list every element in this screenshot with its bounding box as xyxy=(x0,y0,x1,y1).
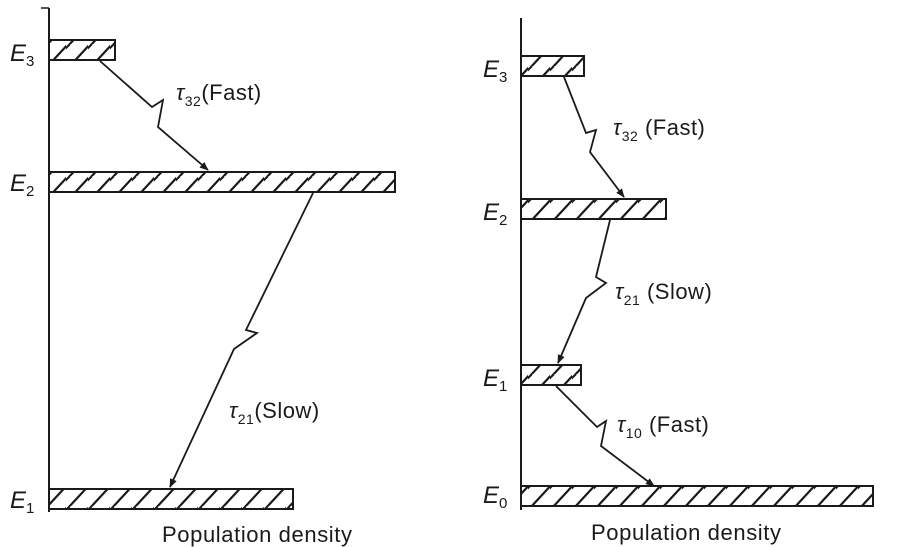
right-level-e3-bar xyxy=(520,55,585,77)
right-level-e3-label: E3 xyxy=(483,56,508,86)
left-level-e1-label: E1 xyxy=(10,487,35,517)
right-level-e2-label: E2 xyxy=(483,199,508,229)
right-level-e1-label: E1 xyxy=(483,365,508,395)
right-level-e0-bar xyxy=(520,485,874,507)
left-level-e3-bar xyxy=(48,39,116,61)
left-level-e2-bar xyxy=(48,171,396,193)
right-x-axis-label: Population density xyxy=(591,520,782,545)
right-transition-21-label: τ21 (Slow) xyxy=(615,279,713,308)
right-transition-10-label: τ10 (Fast) xyxy=(617,412,710,441)
left-x-axis-label: Population density xyxy=(162,522,353,547)
left-transition-32-label: τ32(Fast) xyxy=(176,80,262,109)
left-level-e3-label: E3 xyxy=(10,40,35,70)
left-transition-21-label: τ21(Slow) xyxy=(229,398,320,427)
right-transition-21-arrow xyxy=(557,219,611,364)
left-transition-21-arrow xyxy=(169,192,314,488)
left-panel xyxy=(41,7,396,512)
left-level-e2-label: E2 xyxy=(10,170,35,200)
left-transition-32-arrow xyxy=(99,60,209,171)
right-transition-10-arrow xyxy=(555,385,655,487)
right-level-e2-bar xyxy=(520,198,667,220)
right-level-e1-bar xyxy=(520,364,582,386)
right-panel xyxy=(520,18,874,510)
right-transition-32-label: τ32 (Fast) xyxy=(613,115,706,144)
left-level-e1-bar xyxy=(48,488,294,510)
right-level-e0-label: E0 xyxy=(483,482,508,512)
right-transition-32-arrow xyxy=(563,76,625,198)
